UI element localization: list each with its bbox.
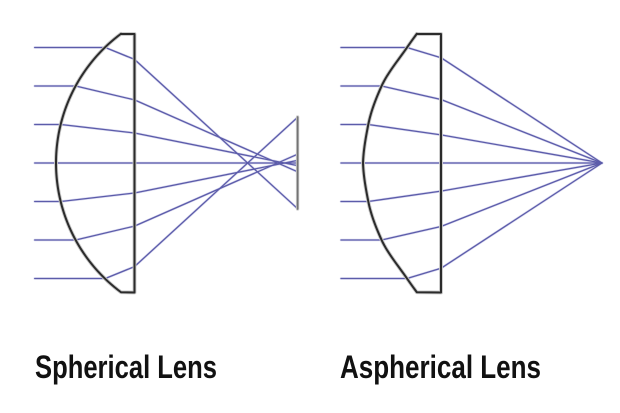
svg-text:Aspherical Lens: Aspherical Lens — [340, 349, 541, 385]
svg-text:Spherical Lens: Spherical Lens — [35, 349, 217, 385]
